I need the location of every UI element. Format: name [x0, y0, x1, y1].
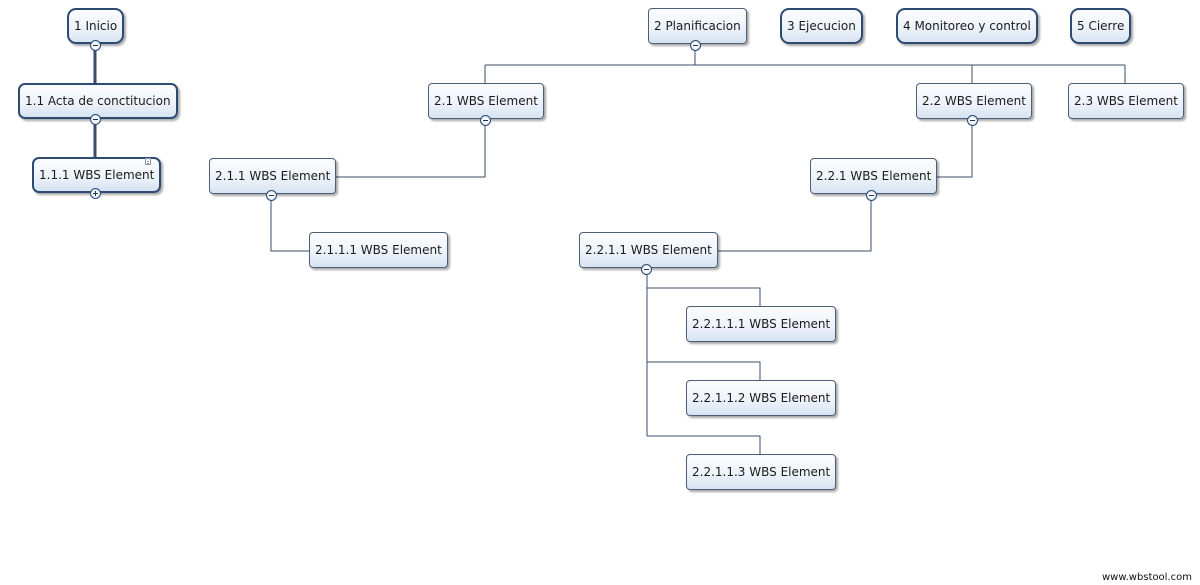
watermark: www.wbstool.com — [1101, 572, 1192, 583]
node-2-2[interactable]: 2.2 WBS Element — [916, 83, 1032, 119]
connector-to-2-2-1-1-2 — [647, 361, 761, 381]
collapse-icon-2-1-1[interactable] — [266, 190, 277, 201]
node-2-3[interactable]: 2.3 WBS Element — [1068, 83, 1184, 119]
collapse-icon-1[interactable] — [90, 40, 101, 51]
connector-to-2-2-1-1-1 — [647, 287, 761, 307]
connector-2-1-1-to-2-1-1-1 — [270, 195, 310, 252]
node-2-1-1-1[interactable]: 2.1.1.1 WBS Element — [309, 232, 448, 268]
node-2-planificacion[interactable]: 2 Planificacion — [648, 8, 747, 44]
note-icon[interactable] — [145, 158, 151, 165]
node-1-1[interactable]: 1.1 Acta de conctitucion — [18, 83, 178, 119]
collapse-icon-2-2[interactable] — [967, 115, 978, 126]
connector-2-2-to-2-2-1 — [936, 120, 973, 178]
connector-2-2-1-to-2-2-1-1 — [716, 195, 872, 252]
collapse-icon-2-2-1-1[interactable] — [641, 264, 652, 275]
collapse-icon-2-1[interactable] — [480, 115, 491, 126]
node-2-2-1-1-3[interactable]: 2.2.1.1.3 WBS Element — [686, 454, 837, 490]
node-5-cierre[interactable]: 5 Cierre — [1070, 8, 1132, 44]
expand-icon-1-1-1[interactable] — [90, 188, 101, 199]
collapse-icon-2-2-1[interactable] — [866, 190, 877, 201]
node-3-ejecucion[interactable]: 3 Ejecucion — [780, 8, 863, 44]
collapse-icon-2[interactable] — [690, 40, 701, 51]
node-4-monitoreo[interactable]: 4 Monitoreo y control — [896, 8, 1038, 44]
node-2-1-1[interactable]: 2.1.1 WBS Element — [209, 158, 337, 194]
node-2-2-1-1-1[interactable]: 2.2.1.1.1 WBS Element — [686, 306, 837, 342]
node-2-2-1-1[interactable]: 2.2.1.1 WBS Element — [579, 232, 718, 268]
node-1-inicio[interactable]: 1 Inicio — [67, 8, 125, 44]
connector-to-2-2-1-1-3 — [647, 435, 761, 455]
node-2-1[interactable]: 2.1 WBS Element — [428, 83, 544, 119]
connector-2-1-to-2-1-1 — [331, 120, 486, 178]
collapse-icon-1-1[interactable] — [90, 114, 101, 125]
node-2-2-1[interactable]: 2.2.1 WBS Element — [810, 158, 938, 194]
node-2-2-1-1-2[interactable]: 2.2.1.1.2 WBS Element — [686, 380, 837, 416]
